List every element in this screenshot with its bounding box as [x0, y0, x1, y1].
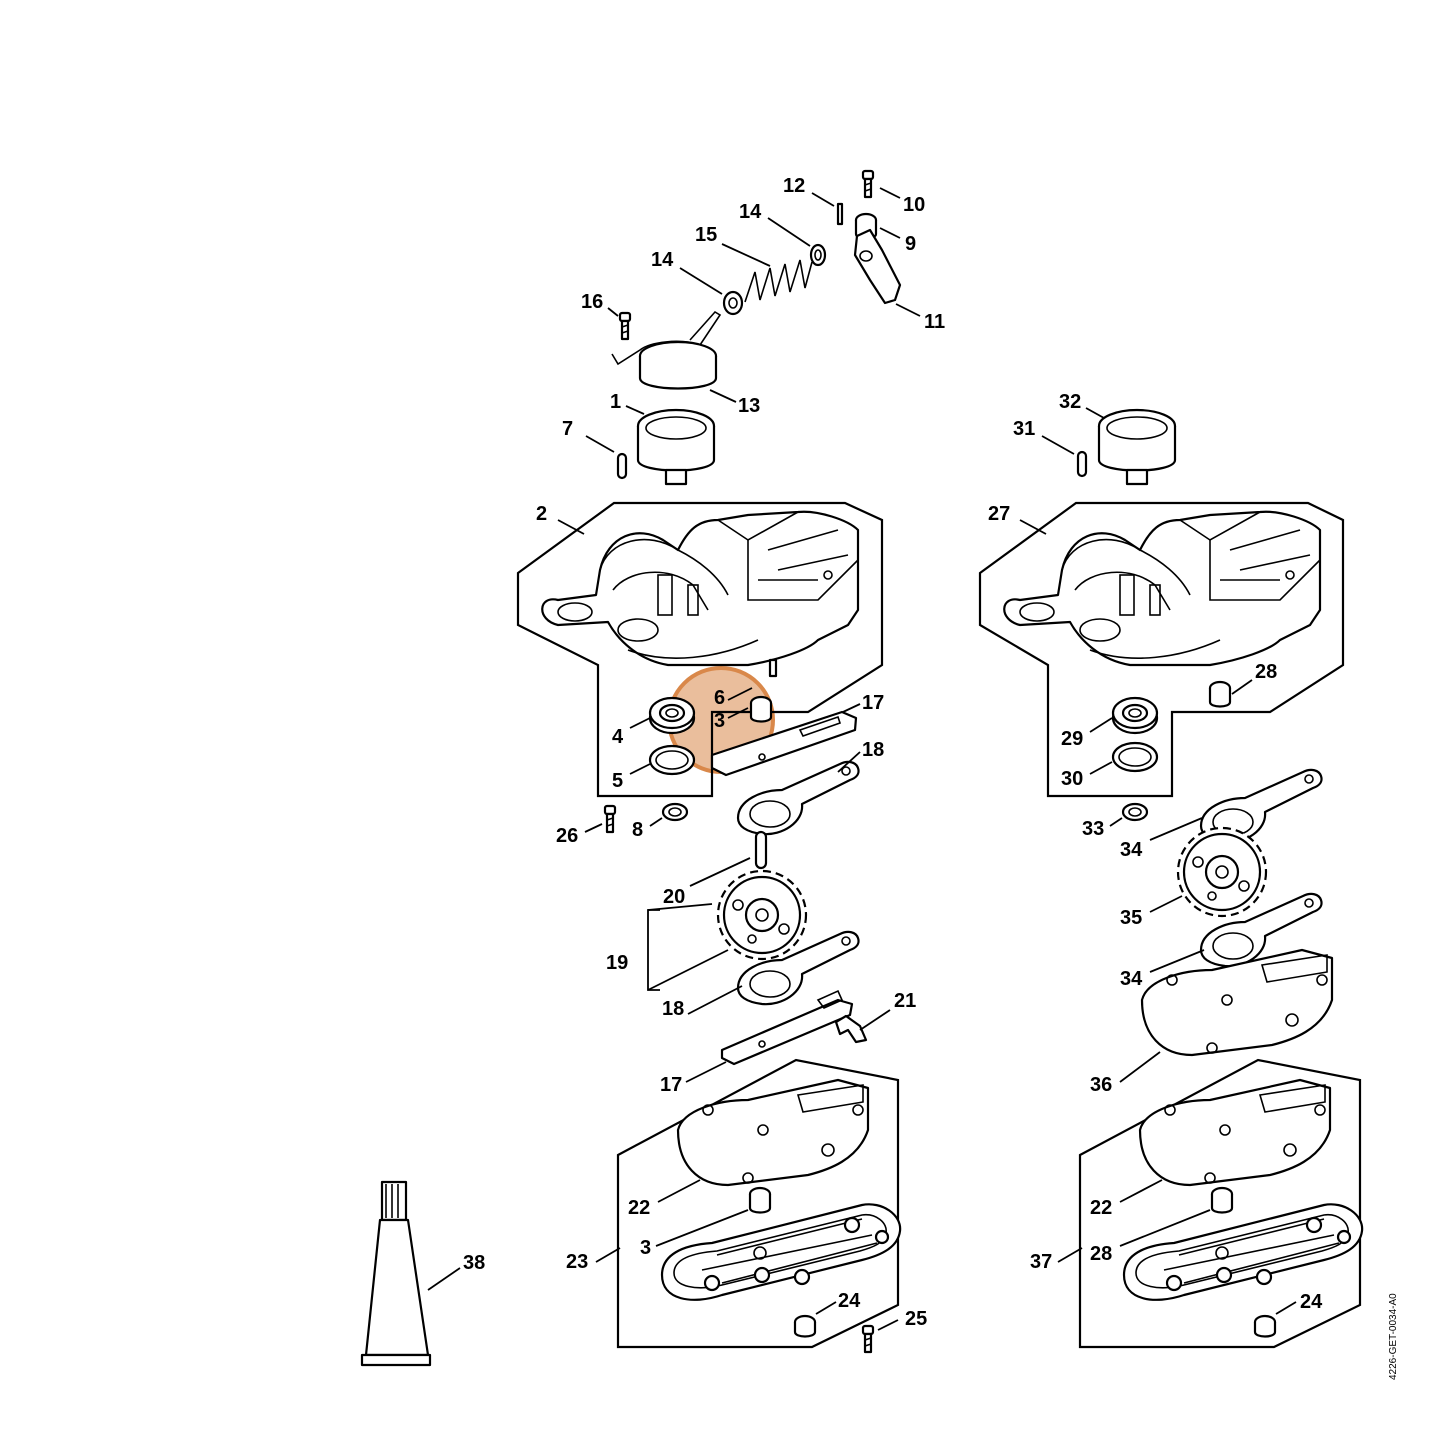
- part-6-pin-icon: [768, 658, 778, 678]
- part-29-bearing-icon: [1111, 696, 1159, 735]
- part-17-guide-plate-icon: [720, 989, 854, 1066]
- callout-22: 22: [1090, 1197, 1112, 1219]
- part-33-washer-icon: [1121, 802, 1149, 822]
- part-28-sleeve-icon: [1208, 680, 1232, 708]
- callout-10: 10: [903, 194, 925, 216]
- part-24-plug-icon: [793, 1314, 817, 1338]
- callout-19: 19: [606, 952, 628, 974]
- callout-33: 33: [1082, 818, 1104, 840]
- leader-lines: [427, 187, 1297, 1331]
- callout-1: 1: [610, 391, 621, 413]
- part-21-clip-icon: [834, 1014, 868, 1044]
- part-8-washer-icon: [661, 802, 689, 822]
- part-19-gear-icon: [716, 869, 808, 961]
- part-4-bearing-icon: [648, 696, 696, 735]
- callout-6: 6: [714, 687, 725, 709]
- callout-28: 28: [1090, 1243, 1112, 1265]
- part-23-gear-cover-icon: [660, 1203, 902, 1301]
- callout-labels: 12 10 14 15 9 14 16 11 13 1 7 2 6 17 3 4…: [463, 175, 1323, 1330]
- callout-5: 5: [612, 770, 623, 792]
- part-36-gasket-icon: [1140, 948, 1334, 1057]
- callout-28: 28: [1255, 661, 1277, 683]
- part-25-screw-icon: [861, 1324, 875, 1354]
- cover-frame: [616, 1058, 900, 1349]
- callout-22: 22: [628, 1197, 650, 1219]
- callout-18: 18: [862, 739, 884, 761]
- callout-34: 34: [1120, 968, 1143, 990]
- part-3-sleeve-icon: [748, 1186, 772, 1214]
- callout-34: 34: [1120, 839, 1143, 861]
- part-31-pin-icon: [1076, 450, 1088, 478]
- callout-29: 29: [1061, 728, 1083, 750]
- callout-14: 14: [739, 201, 762, 223]
- callout-17: 17: [862, 692, 884, 714]
- part-30-circlip-icon: [1111, 741, 1159, 773]
- part-15-spring-icon: [744, 259, 813, 303]
- callout-13: 13: [738, 395, 760, 417]
- callout-30: 30: [1061, 768, 1083, 790]
- callout-37: 37: [1030, 1251, 1052, 1273]
- part-14-washer-icon: [722, 290, 744, 316]
- callout-8: 8: [632, 819, 643, 841]
- part-27-gear-housing-icon: [1003, 510, 1322, 667]
- part-7-pin-icon: [616, 452, 628, 480]
- part-5-circlip-icon: [648, 744, 696, 776]
- drawing-code: 4226-GET-0034-A0: [1388, 1293, 1399, 1380]
- callout-16: 16: [581, 291, 603, 313]
- callout-2: 2: [536, 503, 547, 525]
- part-2-gear-housing-icon: [541, 510, 860, 667]
- callout-9: 9: [905, 233, 916, 255]
- callout-11: 11: [924, 311, 945, 333]
- callout-4: 4: [612, 726, 624, 748]
- callout-27: 27: [988, 503, 1010, 525]
- callout-23: 23: [566, 1251, 588, 1273]
- part-38-grease-tube-icon: [360, 1180, 432, 1367]
- callout-25: 25: [905, 1308, 927, 1330]
- part-18-connecting-rod-icon: [736, 760, 860, 836]
- part-28-sleeve-icon: [1210, 1186, 1234, 1214]
- callout-20: 20: [663, 886, 685, 908]
- part-13-spring-band-icon: [611, 310, 722, 390]
- part-1-drum-icon: [636, 408, 716, 486]
- callout-24: 24: [838, 1290, 861, 1312]
- part-22-gasket-icon: [1138, 1078, 1332, 1187]
- callout-31: 31: [1013, 418, 1035, 440]
- callout-21: 21: [894, 990, 916, 1012]
- callout-35: 35: [1120, 907, 1142, 929]
- callout-32: 32: [1059, 391, 1081, 413]
- part-37-gear-cover-icon: [1122, 1203, 1364, 1301]
- part-26-screw-icon: [603, 804, 617, 834]
- part-24-plug-icon: [1253, 1314, 1277, 1338]
- callout-3: 3: [640, 1237, 651, 1259]
- part-12-pin-icon: [836, 202, 844, 226]
- callout-36: 36: [1090, 1074, 1112, 1096]
- callout-26: 26: [556, 825, 578, 847]
- part-20-pin-icon: [754, 830, 768, 870]
- part-22-gasket-icon: [676, 1078, 870, 1187]
- part-14-washer-icon: [809, 243, 827, 267]
- callout-24: 24: [1300, 1291, 1323, 1313]
- right-housing-frame: [978, 501, 1345, 798]
- callout-3: 3: [714, 710, 725, 732]
- callout-15: 15: [695, 224, 717, 246]
- callout-17: 17: [660, 1074, 682, 1096]
- callout-12: 12: [783, 175, 805, 197]
- part-10-screw-icon: [861, 169, 875, 199]
- callout-7: 7: [562, 418, 573, 440]
- callout-18: 18: [662, 998, 684, 1020]
- right-cover-frame: [1078, 1058, 1362, 1349]
- part-17-guide-plate-icon: [710, 710, 858, 777]
- part-32-drum-icon: [1097, 408, 1177, 486]
- part-35-gear-icon: [1176, 826, 1268, 918]
- part-16-screw-icon: [618, 311, 632, 341]
- part-11-lever-icon: [853, 228, 902, 305]
- part-3-sleeve-icon: [749, 695, 773, 723]
- callout-14: 14: [651, 249, 674, 271]
- callout-38: 38: [463, 1252, 485, 1274]
